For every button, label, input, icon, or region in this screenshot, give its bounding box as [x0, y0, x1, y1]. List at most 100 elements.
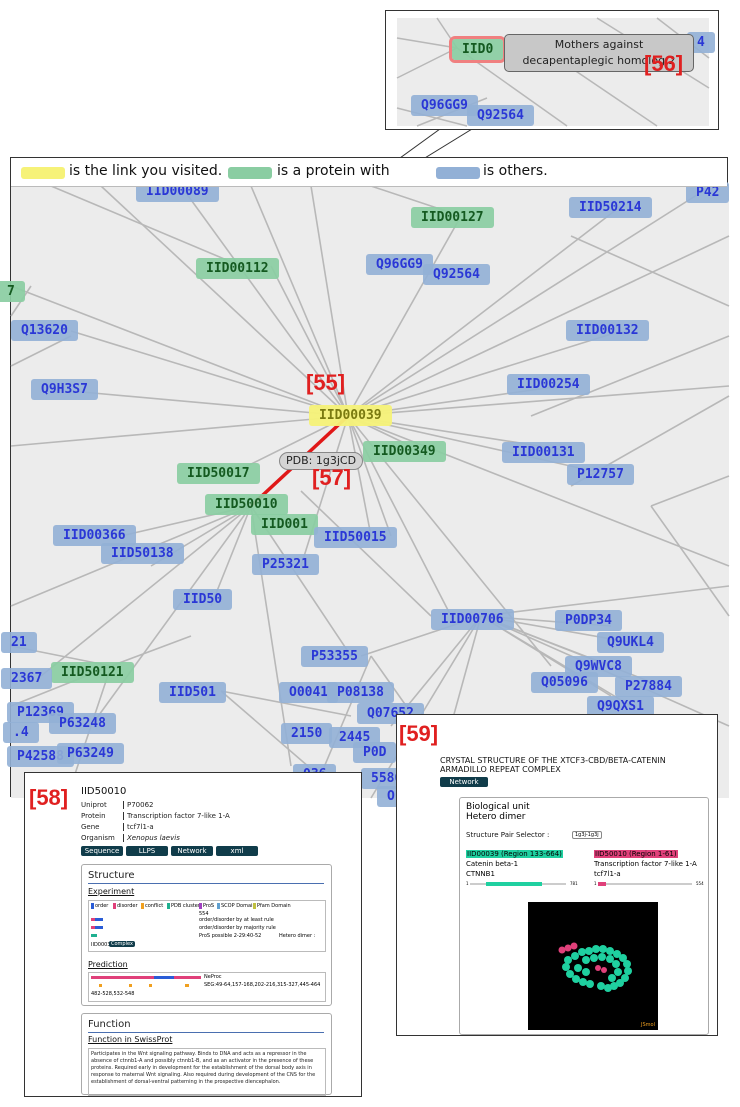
callout-56: [56] [644, 51, 684, 76]
network-node[interactable]: IID00254 [507, 374, 590, 395]
exp-lead-rule: order/disorder by at least rule [199, 917, 274, 923]
right-region-bar [598, 883, 692, 885]
structure-inset: [59] CRYSTAL STRUCTURE OF THE XTCF3-CBD/… [396, 714, 718, 1036]
jsmol-brand: JSmol [641, 1022, 655, 1028]
function-text: Participates in the Wnt signaling pathwa… [88, 1048, 326, 1096]
network-node[interactable]: Q9QXS1 [587, 696, 654, 717]
protein-swatch [228, 167, 272, 179]
network-node[interactable]: IID501 [159, 682, 226, 703]
inset-node[interactable]: Q96GG9 [411, 95, 478, 116]
legend-conflict: conflict [141, 903, 163, 909]
bio-unit-heading: Biological unit [466, 802, 530, 812]
network-node[interactable]: P25321 [252, 554, 319, 575]
network-node[interactable]: Q13620 [11, 320, 78, 341]
network-node[interactable]: IID50 [173, 589, 233, 610]
legend-pfam: Pfam Domain [253, 903, 291, 909]
left-gene: CTNNB1 [466, 870, 495, 878]
function-section: Function Function in SwissProt Participa… [81, 1013, 332, 1096]
protein-detail-inset: [58] IID50010 Uniprot P70062 Protein Tra… [24, 772, 362, 1097]
inset-node[interactable]: Q92564 [467, 105, 534, 126]
network-node[interactable]: Q9H3S7 [31, 379, 98, 400]
network-node[interactable]: 21 [1, 632, 37, 653]
network-node[interactable]: Q92564 [423, 264, 490, 285]
exp-hetero: Hetero dimer : [279, 933, 316, 939]
network-node[interactable]: IID50138 [101, 543, 184, 564]
exp-majority-rule: order/disorder by majority rule [199, 925, 276, 931]
left-start: 1 [466, 881, 469, 886]
network-node[interactable]: P63249 [57, 743, 124, 764]
network-node[interactable]: IID00706 [431, 609, 514, 630]
others-swatch [436, 167, 480, 179]
legend-pros: ProS [199, 903, 214, 909]
function-heading: Function [88, 1019, 131, 1030]
jsmol-viewer[interactable]: JSmol [528, 902, 658, 1030]
right-name: Transcription factor 7-like 1-A [594, 860, 697, 868]
left-name: Catenin beta-1 [466, 860, 519, 868]
network-node-visited[interactable]: IID00039 [309, 405, 392, 426]
network-node[interactable]: IID50015 [314, 527, 397, 548]
pair-selector-label: Structure Pair Selector : [466, 831, 550, 839]
network-node[interactable]: IID001 [251, 514, 318, 535]
left-end: 781 [570, 881, 578, 886]
network-node[interactable]: 7 [0, 281, 25, 302]
network-node[interactable]: O0041 [279, 682, 339, 703]
network-node[interactable]: P0DP34 [555, 610, 622, 631]
function-subheading: Function in SwissProt [88, 1035, 173, 1044]
exp-complex-badge[interactable]: Complex [109, 941, 135, 947]
edge-label-pdb[interactable]: PDB: 1g3jCD [279, 452, 364, 470]
network-node[interactable]: Q96GG9 [366, 254, 433, 275]
network-node[interactable]: IID50010 [205, 494, 288, 515]
network-node[interactable]: IID00349 [363, 441, 446, 462]
network-node[interactable]: Q05096 [531, 672, 598, 693]
network-node[interactable]: P53355 [301, 646, 368, 667]
legend-protein-text: is a protein with [277, 163, 390, 179]
info-label: Organism [81, 834, 115, 842]
right-start: 1 [594, 881, 597, 886]
prediction-heading: Prediction [88, 960, 128, 969]
network-node[interactable]: IID00366 [53, 525, 136, 546]
network-node[interactable]: 2367 [1, 668, 53, 689]
callout-59: [59] [399, 721, 439, 746]
network-node[interactable]: P63248 [49, 713, 116, 734]
info-label: Gene [81, 823, 100, 831]
llps-button[interactable]: LLPS [126, 846, 168, 856]
network-node[interactable]: Q9WVC8 [565, 656, 632, 677]
pair-selector[interactable]: 1g3j-1g3j [572, 831, 602, 839]
info-value: tcf7l1-a [123, 823, 154, 831]
pred-seg: SEG:49-64,157-168,202-216,315-327,445-46… [204, 982, 321, 988]
network-button[interactable]: Network [171, 846, 213, 856]
structure-network-button[interactable]: Network [440, 777, 488, 787]
structure-heading: Structure [88, 870, 135, 881]
network-node[interactable]: IID00131 [502, 442, 585, 463]
inset-node-selected[interactable]: IID0 [448, 36, 507, 63]
detail-title: IID50010 [81, 786, 127, 797]
network-node[interactable]: P08138 [327, 682, 394, 703]
experiment-heading: Experiment [88, 887, 135, 896]
network-node[interactable]: IID50121 [51, 662, 134, 683]
right-gene: tcf7l1-a [594, 870, 621, 878]
network-node[interactable]: IID00132 [566, 320, 649, 341]
network-node[interactable]: P12757 [567, 464, 634, 485]
network-node[interactable]: P0D [353, 742, 397, 763]
network-node[interactable]: Q9UKL4 [597, 632, 664, 653]
network-node[interactable]: IID50017 [177, 463, 260, 484]
callout-57: [57] [312, 465, 352, 490]
network-node[interactable]: IID00127 [411, 207, 494, 228]
network-node[interactable]: IID50214 [569, 197, 652, 218]
tooltip-box: Mothers against decapentaplegic homolog … [504, 34, 694, 72]
sequence-button[interactable]: Sequence [81, 846, 123, 856]
network-node[interactable]: P27884 [615, 676, 682, 697]
network-node[interactable]: IID00112 [196, 258, 279, 279]
network-node[interactable]: .4 [3, 722, 39, 743]
callout-58: [58] [29, 785, 69, 810]
legend-order: order [91, 903, 108, 909]
network-node[interactable]: 2150 [281, 723, 333, 744]
exp-length: 554 [199, 911, 209, 917]
legend-pdb-cluster: PDB cluster [167, 903, 200, 909]
exp-complex-id: IID00039 [91, 942, 114, 948]
network-canvas[interactable]: IID00089 P42 IID00127 IID50214 IID00112 … [0, 181, 730, 807]
network-node[interactable]: P42 [686, 182, 730, 203]
legend-disorder: disorder [113, 903, 138, 909]
info-value: Xenopus laevis [123, 834, 180, 842]
xml-button[interactable]: xml [216, 846, 258, 856]
